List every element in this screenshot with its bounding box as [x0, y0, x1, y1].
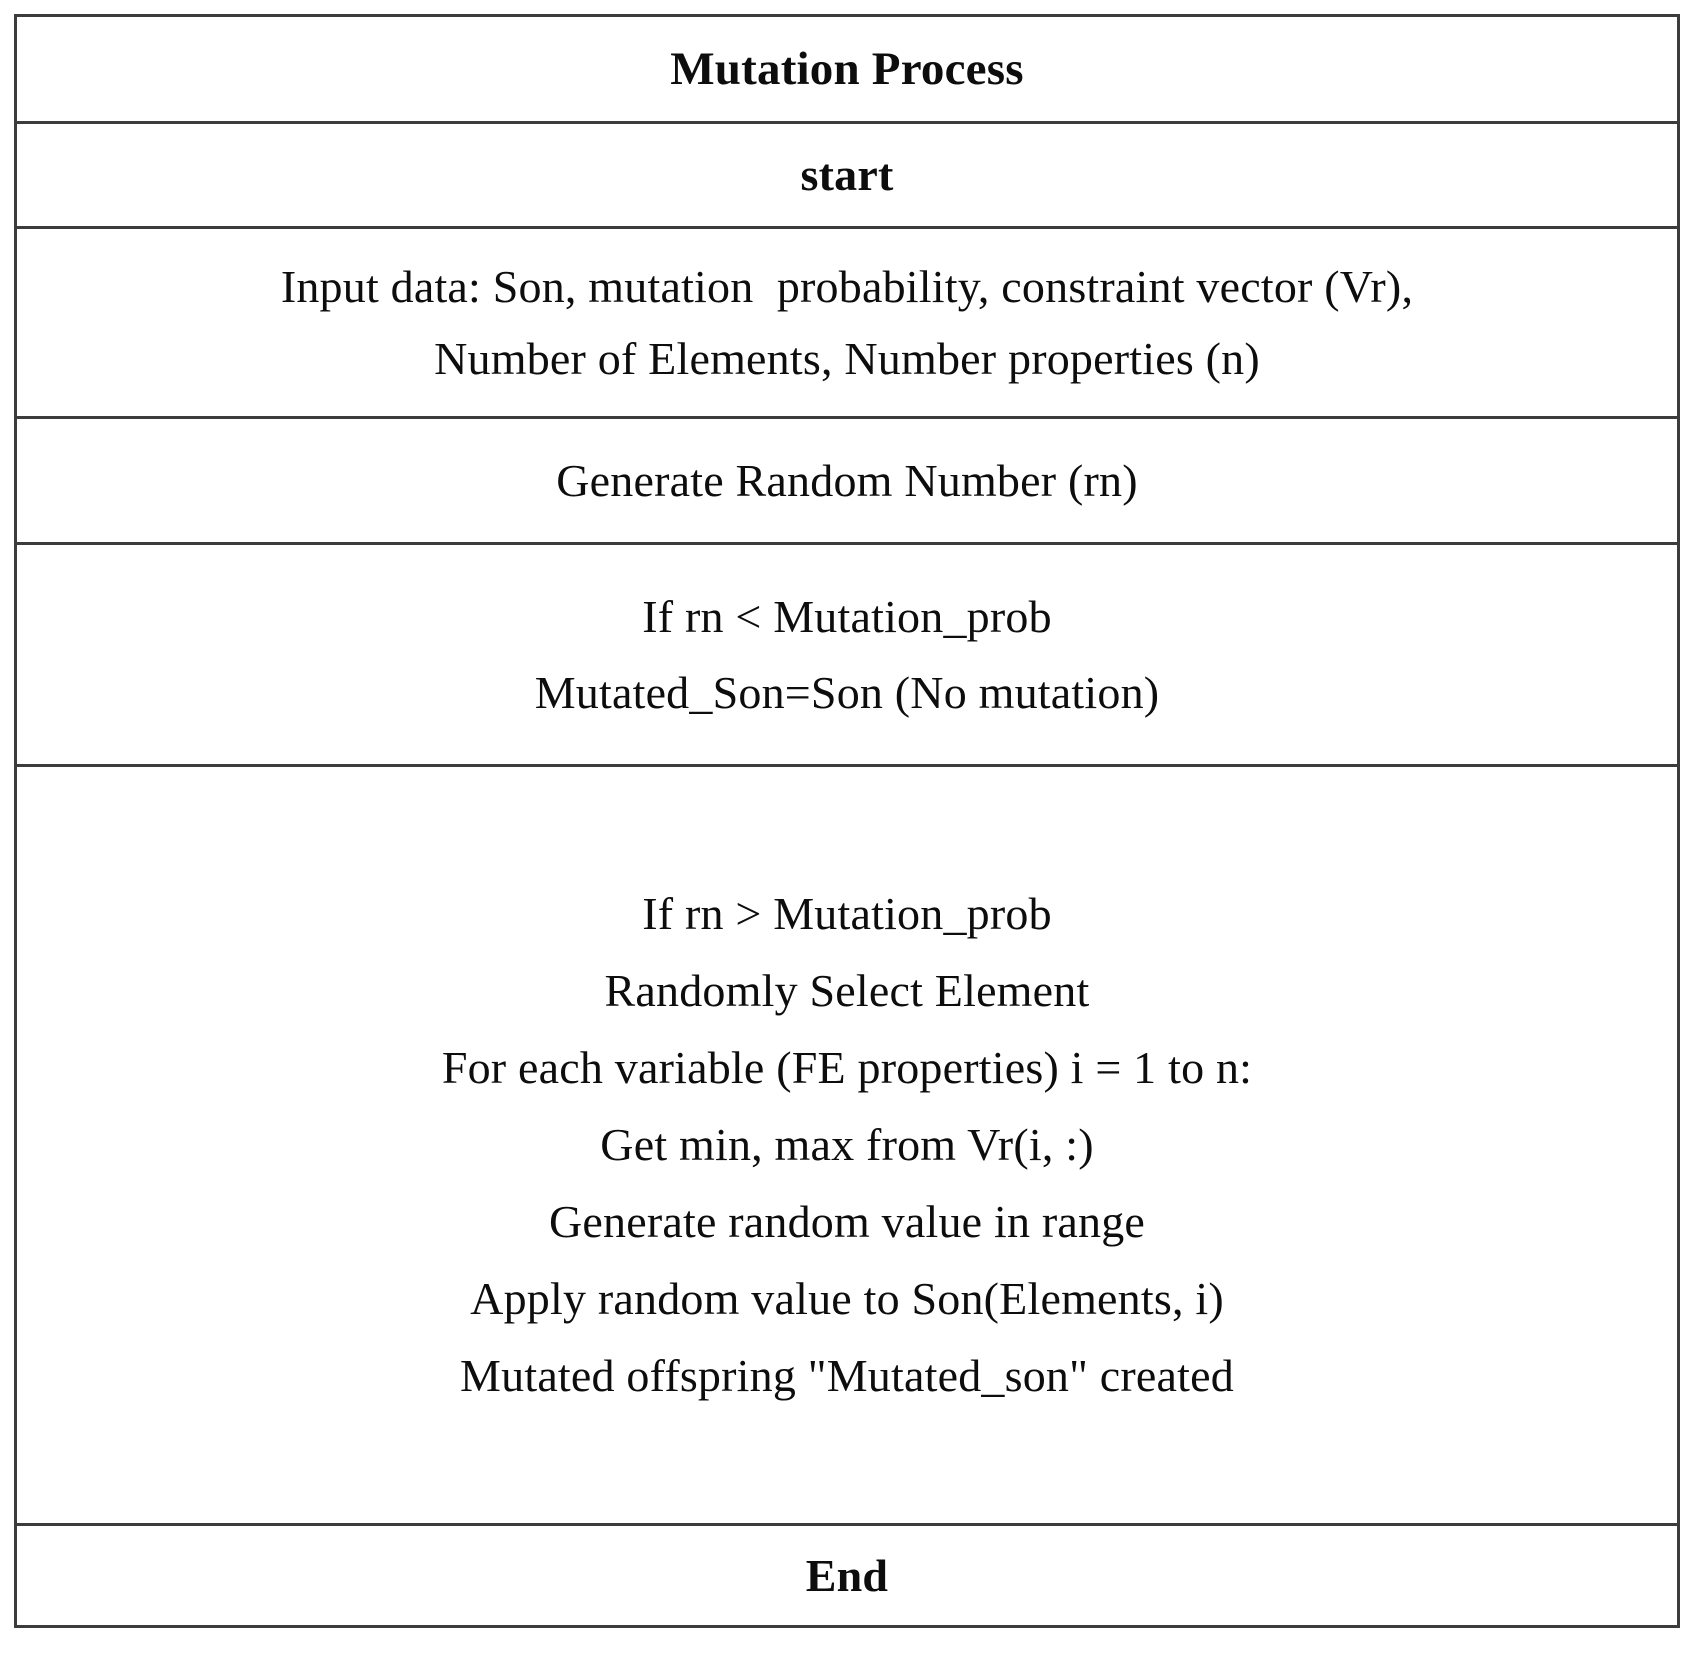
cell-content: If rn > Mutation_prob Randomly Select El… [17, 891, 1677, 1399]
end-label: End [805, 1549, 889, 1601]
cell-content: Mutation Process [17, 42, 1677, 95]
table-row: If rn < Mutation_prob Mutated_Son=Son (N… [14, 542, 1680, 767]
table-row: If rn > Mutation_prob Randomly Select El… [14, 764, 1680, 1526]
if-greater-condition-line: If rn > Mutation_prob [642, 888, 1052, 939]
input-data-cell: Input data: Son, mutation probability, c… [14, 226, 1680, 419]
table-title-text: Mutation Process [670, 42, 1024, 95]
if-less-condition-line: If rn < Mutation_prob [642, 590, 1052, 642]
mutated-offspring-created-line: Mutated offspring "Mutated_son" created [460, 1350, 1234, 1401]
randomly-select-element-line: Randomly Select Element [604, 965, 1090, 1016]
start-label: start [800, 149, 894, 200]
cell-content: Generate Random Number (rn) [17, 454, 1677, 506]
table-body: Mutation Process start Input data: Son, … [14, 14, 1680, 1628]
start-cell: start [14, 121, 1680, 229]
table-title-cell: Mutation Process [14, 14, 1680, 124]
end-cell: End [14, 1523, 1680, 1628]
table-row: End [14, 1523, 1680, 1628]
cell-content: Input data: Son, mutation probability, c… [17, 260, 1677, 384]
table-row: start [14, 121, 1680, 229]
input-data-line-1: Input data: Son, mutation probability, c… [280, 260, 1414, 312]
cell-content: start [17, 152, 1677, 198]
generate-random-number-cell: Generate Random Number (rn) [14, 416, 1680, 545]
get-min-max-line: Get min, max from Vr(i, :) [600, 1119, 1094, 1170]
apply-random-value-line: Apply random value to Son(Elements, i) [470, 1273, 1224, 1324]
if-less-cell: If rn < Mutation_prob Mutated_Son=Son (N… [14, 542, 1680, 767]
input-data-line-2: Number of Elements, Number properties (n… [434, 332, 1260, 384]
generate-random-value-line: Generate random value in range [548, 1196, 1146, 1247]
table-row: Input data: Son, mutation probability, c… [14, 226, 1680, 419]
cell-content: End [17, 1549, 1677, 1601]
table-row: Mutation Process [14, 14, 1680, 124]
if-greater-cell: If rn > Mutation_prob Randomly Select El… [14, 764, 1680, 1526]
generate-random-number-line: Generate Random Number (rn) [556, 454, 1138, 506]
cell-content: If rn < Mutation_prob Mutated_Son=Son (N… [17, 590, 1677, 718]
for-each-variable-line: For each variable (FE properties) i = 1 … [441, 1042, 1253, 1093]
mutation-process-table: Mutation Process start Input data: Son, … [14, 14, 1680, 1628]
no-mutation-line: Mutated_Son=Son (No mutation) [534, 666, 1160, 718]
table-row: Generate Random Number (rn) [14, 416, 1680, 545]
